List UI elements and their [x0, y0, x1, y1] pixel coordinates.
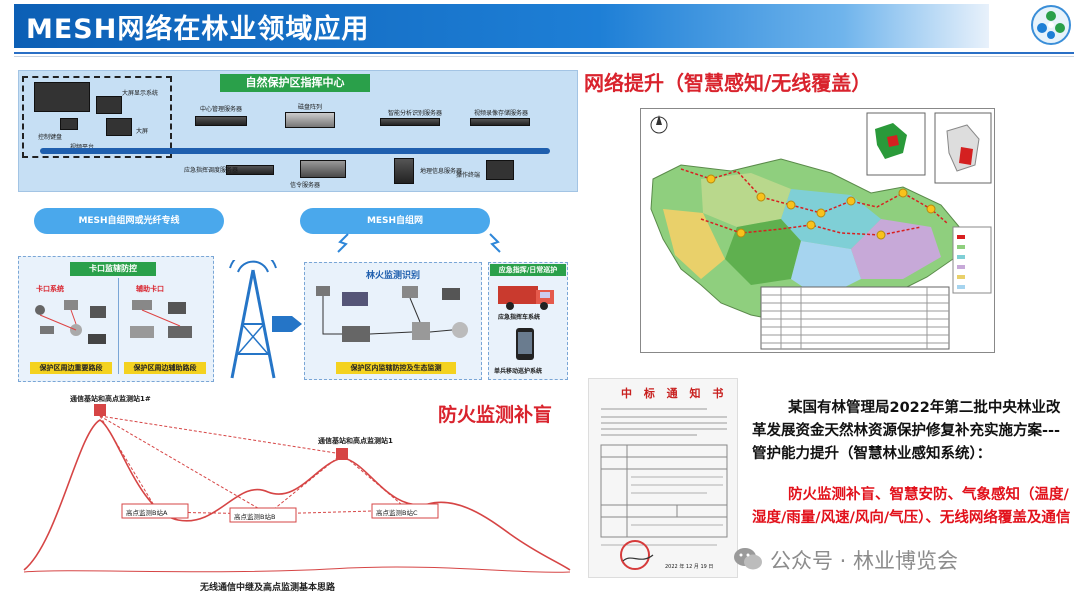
control-keyboard-label: 控制键盘 [38, 134, 63, 141]
notice-title: 中 标 通 知 书 [621, 387, 728, 400]
monitor-icon [96, 96, 122, 114]
watermark-text: 公众号 · 林业博览会 [770, 549, 959, 573]
header-divider [14, 52, 1074, 54]
mobile-patrol-label: 单兵移动巡护系统 [494, 368, 543, 375]
peak-a-label: 高点监测B站A [126, 509, 168, 517]
project-highlights: 防火监测补盲、智慧安防、气象感知（温度/湿度/雨量/风速/风向/气压）、无线网络… [752, 487, 1071, 526]
map-graphic [650, 112, 992, 350]
server-icon [226, 165, 274, 175]
header-divider-thin [14, 56, 1074, 57]
fire-monitoring-diagram [316, 286, 468, 342]
emergency-vehicle-label: 应急指挥车系统 [498, 314, 541, 321]
aux-checkpoint-devices-image [130, 300, 192, 338]
perimeter-main-label: 保护区周边重要路段 [30, 362, 112, 374]
monitor-icon [106, 118, 132, 136]
server-icon [380, 118, 440, 126]
fire-monitoring-title: 林火监测识别 [366, 271, 421, 281]
panel-divider [118, 278, 119, 374]
logo-icon [1031, 5, 1071, 45]
project-description: 某国有林管理局2022年第二批中央林业改革发展资金天然林资源保护修复补充实施方案… [752, 400, 1061, 462]
notice-body [600, 408, 728, 570]
signaling-server-icon [300, 160, 346, 178]
server-icon [470, 118, 530, 126]
peak-c-label: 高点监测B站C [376, 509, 418, 517]
video-storage-server-label: 视频录像存储服务器 [474, 110, 529, 117]
page-title: MESH网络在林业领域应用 [26, 14, 370, 45]
keyboard-icon [60, 118, 78, 130]
disk-array-icon [285, 112, 335, 128]
communication-tower-icon [229, 260, 277, 379]
checkpoint-title: 卡口监辖防控 [70, 262, 156, 276]
video-platform-label: 视频平台 [70, 142, 94, 151]
perimeter-aux-label: 保护区周边辅助路段 [124, 362, 206, 374]
network-heading: 网络提升（智慧感知/无线覆盖） [584, 71, 872, 95]
wechat-icon [734, 548, 762, 570]
award-notice-document: 中 标 通 知 书 2022 年 12 月 19 日 [588, 378, 738, 578]
fire-heading: 防火监测补盲 [438, 404, 553, 426]
mobile-device-icon [516, 328, 534, 360]
aux-checkpoint-label: 辅助卡口 [136, 285, 164, 293]
disk-array-label: 磁盘阵列 [298, 104, 323, 111]
emergency-vehicle-icon [498, 286, 554, 310]
arrow-right-icon [272, 316, 302, 332]
video-wall-image [34, 82, 90, 112]
notice-date: 2022 年 12 月 19 日 [665, 564, 714, 570]
network-bus [40, 148, 550, 154]
center-mgmt-server-label: 中心管理服务器 [200, 106, 243, 113]
title-bar [14, 4, 989, 48]
large-screen-label: 大屏 [136, 128, 149, 135]
emergency-title: 应急指挥/日常巡护 [490, 264, 566, 276]
server-icon [195, 116, 247, 126]
signaling-server-label: 信令服务器 [290, 182, 321, 189]
peak-b-label: 高点监测B站B [234, 513, 276, 521]
large-screen-system-label: 大屏显示系统 [122, 90, 159, 97]
emergency-dispatch-label: 应急指挥调度服务器 [184, 167, 239, 174]
wireless-signal-icon [489, 233, 501, 253]
mesh-cloud: MESH自组网 [300, 208, 490, 234]
checkpoint-system-label: 卡口系统 [36, 285, 64, 293]
relay-diagram [23, 404, 571, 573]
mesh-fiber-cloud: MESH自组网或光纤专线 [34, 208, 224, 234]
relay-caption: 无线通信中继及高点监测基本思路 [200, 583, 336, 593]
relay-top-label: 通信基站和高点监测站1# [70, 395, 151, 403]
workstation-label: 操作终端 [456, 172, 481, 179]
workstation-icon [486, 160, 514, 180]
fire-monitoring-panel [304, 262, 482, 380]
smart-analysis-server-label: 智能分析识别服务器 [388, 110, 443, 117]
forest-map [640, 108, 995, 353]
command-center-title: 自然保护区指挥中心 [220, 74, 370, 92]
emergency-panel [488, 262, 568, 380]
tower-server-icon [394, 158, 414, 184]
checkpoint-devices-image [35, 300, 106, 344]
geo-server-label: 地理信息服务器 [420, 168, 463, 175]
fire-bottom-label: 保护区内监辖防控及生态监测 [336, 362, 456, 374]
large-screen-group [22, 76, 172, 158]
relay-mid-label: 通信基站和高点监测站1 [318, 437, 393, 445]
wireless-signal-icon [337, 233, 349, 253]
